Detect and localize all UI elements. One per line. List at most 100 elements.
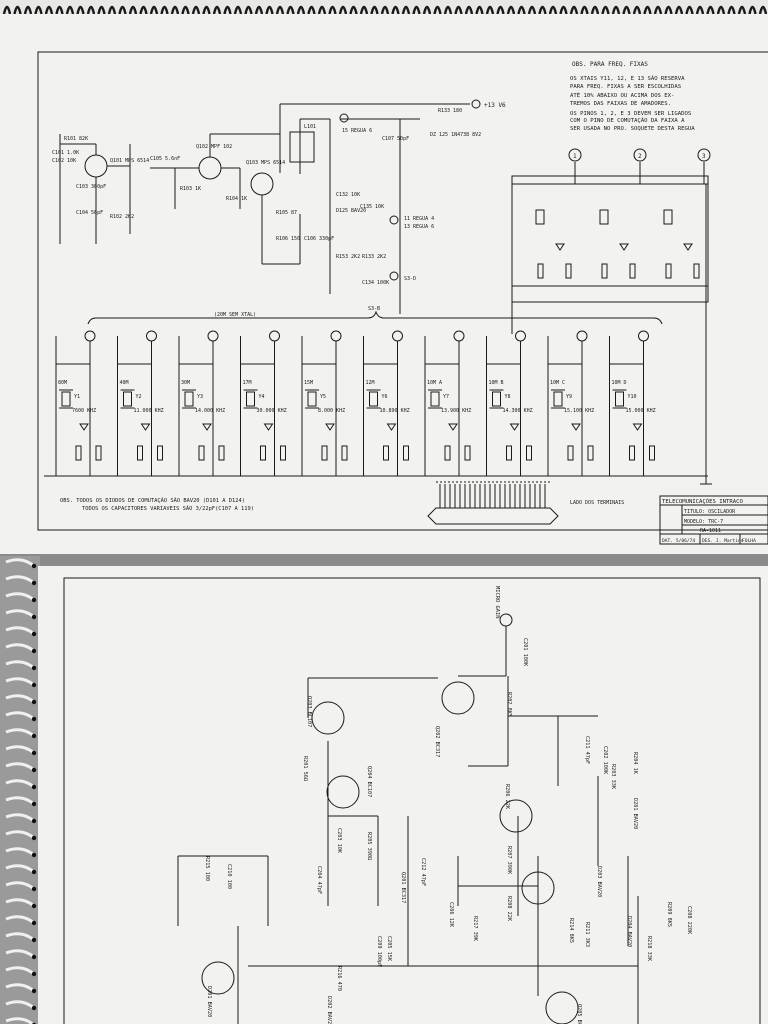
component-label: C201 100K	[522, 638, 528, 667]
component-label: Q201 BC317	[400, 872, 406, 903]
band-label: 10M A	[427, 380, 442, 386]
spiral-coil	[748, 5, 757, 15]
component-label: Q204 BC107	[366, 766, 372, 797]
binding-hole	[31, 563, 37, 569]
component-label: C211 47pF	[584, 736, 590, 764]
spiral-coil	[737, 5, 747, 15]
component-label: Q203 BC107	[306, 696, 312, 727]
spiral-coil	[5, 762, 35, 772]
crystal-frequency: 15.100 KHZ	[564, 408, 594, 414]
component-label: DZ 125 1N4738 8V2	[430, 132, 481, 138]
spiral-coil	[5, 932, 35, 942]
component-label: C209 100pF	[376, 936, 382, 967]
component-label: C135 10K	[360, 204, 384, 210]
spiral-coil	[5, 830, 35, 840]
spiral-coil	[5, 643, 35, 653]
spiral-coil	[5, 915, 35, 925]
supply-label: +13 V6	[484, 102, 506, 109]
spiral-coil	[517, 5, 526, 15]
crystal-symbol	[535, 209, 545, 225]
spiral-coil	[727, 5, 736, 15]
component-label: R215 100	[204, 856, 210, 881]
diode-symbol	[386, 423, 397, 431]
spiral-coil	[695, 5, 705, 15]
crystal-ref: Y7	[443, 394, 449, 400]
resistor-symbol	[537, 263, 544, 279]
spiral-coil	[380, 5, 390, 15]
binding-hole	[31, 1005, 37, 1011]
resistor-symbol	[629, 445, 635, 461]
crystal-frequency: 15.000 KHZ	[626, 408, 656, 414]
resistor-symbol	[693, 263, 700, 279]
component-label: R208 22K	[506, 896, 512, 922]
binding-hole	[31, 988, 37, 994]
binding-hole	[31, 852, 37, 858]
spiral-coil	[706, 5, 715, 15]
resistor-symbol	[587, 445, 594, 461]
binding-hole	[31, 699, 37, 705]
component-label: R203 33K	[610, 764, 616, 790]
diode-symbol	[448, 423, 458, 431]
band-label: 10M B	[489, 380, 504, 386]
crystal-ref: Y10	[628, 394, 637, 400]
spiral-coil	[559, 5, 568, 15]
resistor-symbol	[75, 445, 82, 461]
crystal-symbol	[599, 209, 609, 225]
spiral-coil	[5, 1017, 35, 1024]
crystal-frequency: 11.000 KHZ	[134, 408, 164, 414]
amplifier-transistors	[201, 681, 579, 1024]
component-label: R102 2K2	[110, 214, 134, 220]
component-label: R209 8K5	[666, 902, 672, 927]
binding-hole	[31, 920, 37, 926]
spiral-coil	[44, 5, 54, 15]
spiral-coil	[370, 5, 379, 15]
spiral-coil	[5, 813, 35, 823]
spiral-coil	[548, 5, 558, 15]
mic-input-label: MICRO GAIN	[494, 586, 500, 618]
component-label: C106 330pF	[304, 236, 334, 242]
component-label: R207 390K	[506, 846, 512, 875]
spiral-coil	[485, 5, 495, 15]
switch-label: S3-B	[368, 306, 380, 312]
crystal-ref: Y2	[136, 394, 142, 400]
note-line: TREMOS DAS FAIXAS DE AMADORES.	[570, 101, 671, 107]
spiral-binding-left	[0, 556, 40, 1024]
spiral-coil	[401, 5, 411, 15]
component-label: D203 BAV20	[596, 866, 602, 897]
crystal-symbol	[184, 391, 194, 407]
component-label: R153 2K2	[336, 254, 360, 260]
switch-terminal	[576, 330, 588, 342]
spiral-coil	[538, 5, 547, 15]
spiral-coil	[254, 5, 264, 15]
crystal-frequency: 30.000 KHZ	[257, 408, 287, 414]
binding-hole	[31, 801, 37, 807]
component-label: C102 10K	[52, 158, 76, 164]
drawing-sheet: FOLHA	[742, 538, 756, 544]
obs-note: OBS. TODOS OS DIODOS DE COMUTAÇÃO SÃO BA…	[60, 497, 245, 504]
diode-symbol	[571, 423, 581, 431]
crystal-symbol	[307, 391, 317, 407]
band-label: 17M	[243, 380, 252, 386]
spiral-coil	[275, 5, 285, 15]
diode-symbol	[619, 243, 629, 251]
component-label: Q202 BC317	[434, 726, 440, 757]
spiral-coil	[5, 949, 35, 959]
spiral-coil	[160, 5, 169, 15]
crystal-symbol	[492, 391, 501, 407]
oscillator-stage	[59, 104, 315, 265]
amplifier-schematic: MICRO GAIN C201 1	[63, 577, 761, 1024]
spiral-coil	[5, 626, 35, 636]
binding-hole	[31, 954, 37, 960]
spiral-coil	[286, 5, 295, 15]
crystal-frequency: 10.890 KHZ	[380, 408, 410, 414]
pin-number: 1	[573, 153, 577, 160]
binding-hole	[31, 869, 37, 875]
switch-terminal	[84, 330, 96, 342]
note-line: OS XTAIS Y11, 12, E 13 SÃO RESERVA	[570, 75, 685, 82]
component-label: R211 3K3	[584, 922, 590, 947]
crystal-frequency: 13.900 KHZ	[441, 408, 471, 414]
amplifier-schematic-sheet: MICRO GAIN C201 1	[38, 566, 768, 1024]
spiral-binding-top	[0, 0, 768, 16]
spiral-coil	[443, 5, 453, 15]
spiral-coil	[5, 1000, 35, 1010]
